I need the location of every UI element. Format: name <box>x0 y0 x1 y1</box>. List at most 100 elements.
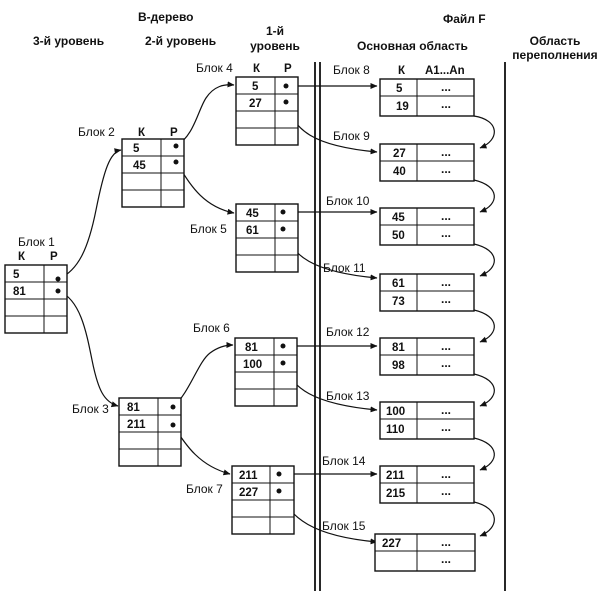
index-block-6: Блок 6 81 100 <box>193 321 298 407</box>
attrs-ellipsis: ... <box>441 226 451 240</box>
attrs-ellipsis: ... <box>441 356 451 370</box>
edge-b3-to-b6 <box>172 342 234 408</box>
btree-heading: B-дерево <box>138 10 194 24</box>
attrs-ellipsis: ... <box>441 80 451 94</box>
key-cell: 40 <box>393 166 406 178</box>
block-label: Блок 2 <box>78 125 115 139</box>
key-cell: 19 <box>396 101 409 113</box>
level2-heading: 2-й уровень <box>145 34 216 48</box>
block-label: Блок 6 <box>193 321 230 335</box>
key-cell: 98 <box>392 360 405 372</box>
key-cell: 81 <box>245 342 258 354</box>
data-block-12: Блок 12 81 98 ... ... <box>326 325 475 376</box>
column-key-header: К <box>138 127 146 139</box>
attrs-ellipsis: ... <box>441 339 451 353</box>
edge-b4-to-b9 <box>285 101 378 155</box>
edge-b1-to-b3 <box>58 290 119 408</box>
key-cell: 27 <box>393 148 406 160</box>
pointer-dot <box>280 343 286 349</box>
attrs-ellipsis: ... <box>441 145 451 159</box>
index-block-5: Блок 5 45 61 <box>190 203 299 273</box>
block-label: Блок 10 <box>326 194 370 208</box>
chain-b9-to-b10 <box>473 179 495 213</box>
level3-heading: 3-й уровень <box>33 34 104 48</box>
data-block-8: Блок 8 К А1...Аn 5 19 ... ... <box>333 63 475 117</box>
pointer-dot <box>280 226 286 232</box>
key-cell: 27 <box>249 98 262 110</box>
data-block-9: Блок 9 27 40 ... ... <box>333 129 475 182</box>
key-cell: 5 <box>396 83 403 95</box>
key-cell: 81 <box>392 342 405 354</box>
block-label: Блок 15 <box>322 519 366 533</box>
key-cell: 227 <box>239 487 258 499</box>
level1-heading-line1: 1-й <box>266 24 284 38</box>
key-cell: 73 <box>392 296 405 308</box>
level1-heading-line2: уровень <box>250 39 300 53</box>
key-cell: 45 <box>246 208 259 220</box>
column-key-header: К <box>18 251 26 263</box>
key-cell: 211 <box>127 419 146 431</box>
pointer-dot <box>173 159 179 165</box>
chain-b13-to-b14 <box>473 437 495 471</box>
attrs-ellipsis: ... <box>441 97 451 111</box>
block-label: Блок 14 <box>322 454 366 468</box>
attrs-ellipsis: ... <box>441 484 451 498</box>
key-cell: 100 <box>386 406 405 418</box>
pointer-dot <box>280 360 286 366</box>
key-cell: 81 <box>13 286 26 298</box>
chain-b12-to-b13 <box>473 373 495 407</box>
attrs-ellipsis: ... <box>441 162 451 176</box>
index-block-2: Блок 2 К Р 5 45 <box>78 125 185 208</box>
edge-b1-to-b2 <box>58 148 122 280</box>
block-label: Блок 11 <box>323 261 366 275</box>
chain-b8-to-b9 <box>473 115 495 149</box>
pointer-dot <box>170 404 176 410</box>
block-label: Блок 4 <box>196 61 233 75</box>
key-cell: 45 <box>392 212 405 224</box>
block-label: Блок 1 <box>18 235 55 249</box>
key-cell: 211 <box>239 470 258 482</box>
index-block-1: Блок 1 К Р 5 81 <box>4 235 68 334</box>
pointer-dot <box>55 288 61 294</box>
attrs-ellipsis: ... <box>441 535 451 549</box>
data-block-14: Блок 14 211 215 ... ... <box>322 454 475 504</box>
edge-b2-to-b4 <box>175 81 235 147</box>
key-cell: 45 <box>133 160 146 172</box>
pointer-dot <box>170 422 176 428</box>
data-block-13: Блок 13 100 110 ... ... <box>326 389 475 440</box>
pointer-dot <box>276 471 282 477</box>
overflow-heading-line2: переполнения <box>512 48 597 62</box>
data-block-10: Блок 10 45 50 ... ... <box>326 194 475 246</box>
block-label: Блок 8 <box>333 63 370 77</box>
index-block-4: Блок 4 К Р 5 27 <box>196 61 299 146</box>
column-pointer-header: Р <box>50 251 58 263</box>
column-key-header: К <box>398 65 406 77</box>
key-cell: 5 <box>133 143 140 155</box>
main-area-heading: Основная область <box>357 39 468 53</box>
block-label: Блок 12 <box>326 325 370 339</box>
key-cell: 61 <box>246 225 259 237</box>
key-cell: 215 <box>386 488 406 500</box>
key-cell: 50 <box>392 230 405 242</box>
block-label: Блок 3 <box>72 402 109 416</box>
pointer-dot <box>173 143 179 149</box>
block-label: Блок 9 <box>333 129 370 143</box>
chain-b11-to-b12 <box>473 309 495 343</box>
chain-b10-to-b11 <box>473 243 495 277</box>
column-key-header: К <box>253 63 261 75</box>
overflow-heading-line1: Область <box>530 34 581 48</box>
block-label: Блок 13 <box>326 389 370 403</box>
attrs-ellipsis: ... <box>441 209 451 223</box>
key-cell: 211 <box>386 470 405 482</box>
attrs-ellipsis: ... <box>441 292 451 306</box>
attrs-ellipsis: ... <box>441 275 451 289</box>
headings: B-дерево Файл F 3-й уровень 2-й уровень … <box>33 10 598 62</box>
attrs-ellipsis: ... <box>441 420 451 434</box>
key-cell: 81 <box>127 402 140 414</box>
index-block-3: Блок 3 81 211 <box>72 397 182 467</box>
key-cell: 5 <box>13 269 20 281</box>
pointer-dot <box>283 83 289 89</box>
key-cell: 100 <box>243 359 262 371</box>
index-block-7: Блок 7 211 227 <box>186 465 295 535</box>
